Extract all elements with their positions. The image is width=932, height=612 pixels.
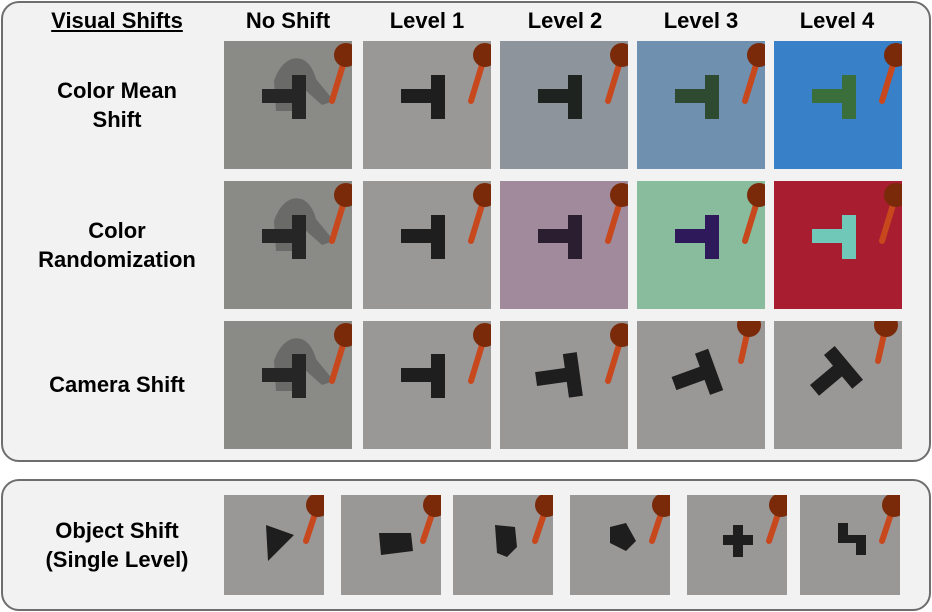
triangle-shape	[266, 525, 294, 561]
scene-image-r3-c2	[363, 321, 491, 449]
header-visual-shifts: Visual Shifts	[51, 8, 183, 33]
header-level-1: Level 1	[389, 8, 465, 33]
t-block-shape	[262, 215, 306, 259]
end-effector-shape	[610, 323, 628, 347]
pentagon-shape	[610, 523, 636, 551]
end-effector-shape	[769, 495, 787, 517]
end-effector-shape	[884, 43, 902, 67]
scene-image-r2-c1	[224, 181, 352, 309]
scene-image-r1-c1	[224, 41, 352, 169]
end-effector-shape	[882, 495, 900, 517]
object-image-4	[570, 495, 670, 595]
t-block-shape	[535, 352, 583, 398]
end-effector-shape	[652, 495, 670, 517]
row-label-color-randomization: Color Randomization	[38, 218, 196, 272]
t-block-shape	[812, 215, 856, 259]
end-effector-shape	[737, 321, 761, 337]
cross-shape	[723, 525, 753, 557]
row-label-object-shift: Object Shift (Single Level)	[45, 518, 189, 572]
scene-image-r1-c4	[637, 41, 765, 169]
object-image-3	[453, 495, 553, 595]
end-effector-shape	[884, 183, 902, 207]
scene-image-r2-c5	[774, 181, 902, 309]
t-block-shape	[401, 215, 445, 259]
t-block-shape	[675, 75, 719, 119]
object-image-1	[224, 495, 324, 595]
end-effector-shape	[473, 323, 491, 347]
end-effector-shape	[306, 495, 324, 517]
t-block-shape	[538, 215, 582, 259]
header-level-4: Level 4	[799, 8, 875, 33]
end-effector-shape	[874, 321, 898, 337]
object-image-2	[341, 495, 441, 595]
end-effector-shape	[334, 183, 352, 207]
scene-image-r1-c5	[774, 41, 902, 169]
scene-image-r3-c4	[637, 321, 765, 449]
scene-image-r3-c3	[500, 321, 628, 449]
box-shape	[379, 533, 413, 555]
end-effector-shape	[610, 43, 628, 67]
t-block-shape	[812, 75, 856, 119]
end-effector-shape	[334, 43, 352, 67]
end-effector-shape	[747, 183, 765, 207]
t-block-shape	[262, 354, 306, 398]
scene-image-r3-c5	[774, 321, 902, 449]
object-image-5	[687, 495, 787, 595]
end-effector-shape	[610, 183, 628, 207]
end-effector-shape	[473, 183, 491, 207]
scene-image-r3-c1	[224, 321, 352, 449]
end-effector-shape	[473, 43, 491, 67]
t-block-shape	[671, 348, 724, 395]
t-block-shape	[401, 354, 445, 398]
scene-image-r1-c3	[500, 41, 628, 169]
end-effector-shape	[334, 323, 352, 347]
pentagon-tall-shape	[495, 525, 517, 557]
header-level-3: Level 3	[663, 8, 739, 33]
header-level-2: Level 2	[527, 8, 603, 33]
scene-image-r1-c2	[363, 41, 491, 169]
scene-image-r2-c2	[363, 181, 491, 309]
end-effector-shape	[535, 495, 553, 517]
object-image-6	[800, 495, 900, 595]
t-block-shape	[401, 75, 445, 119]
t-block-shape	[810, 346, 863, 396]
t-block-shape	[538, 75, 582, 119]
t-block-shape	[675, 215, 719, 259]
header-no-shift: No Shift	[245, 8, 331, 33]
scene-image-r2-c3	[500, 181, 628, 309]
t-block-shape	[262, 75, 306, 119]
zigzag-shape	[838, 523, 866, 555]
row-label-camera-shift: Camera Shift	[49, 372, 185, 397]
end-effector-shape	[423, 495, 441, 517]
row-label-color-mean-shift: Color Mean Shift	[57, 78, 177, 132]
scene-image-r2-c4	[637, 181, 765, 309]
end-effector-shape	[747, 43, 765, 67]
